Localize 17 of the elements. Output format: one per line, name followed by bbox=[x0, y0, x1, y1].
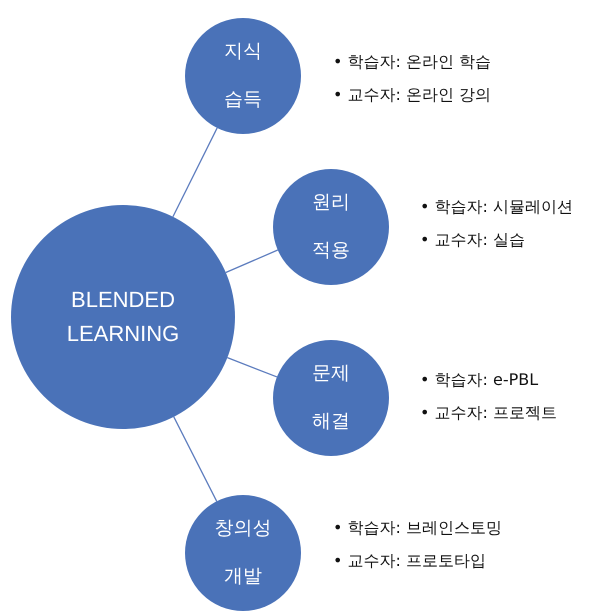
bullet-item: • 학습자: 브레인스토밍 bbox=[333, 518, 502, 538]
circle-label: 지식 습득 bbox=[223, 40, 263, 112]
bullet-item: • 교수자: 프로젝트 bbox=[420, 403, 557, 423]
bullet-item: • 교수자: 실습 bbox=[420, 230, 526, 250]
connector-line bbox=[227, 357, 278, 378]
connector-line bbox=[173, 416, 218, 502]
circle-label: 문제 해결 bbox=[311, 362, 351, 434]
circle-label: 창의성 개발 bbox=[214, 517, 272, 589]
bullet-item: • 교수자: 온라인 강의 bbox=[333, 85, 492, 105]
bullet-item: • 학습자: e-PBL bbox=[420, 370, 540, 390]
bullet-item: • 교수자: 프로토타입 bbox=[333, 551, 487, 571]
bullet-item: • 학습자: 온라인 학습 bbox=[333, 52, 492, 72]
connector-line bbox=[226, 249, 278, 274]
bullet-item: • 학습자: 시뮬레이션 bbox=[420, 197, 573, 217]
circle-label: 원리 적용 bbox=[311, 191, 351, 263]
circle-label: BLENDED LEARNING bbox=[66, 286, 180, 348]
connector-line bbox=[172, 128, 218, 218]
